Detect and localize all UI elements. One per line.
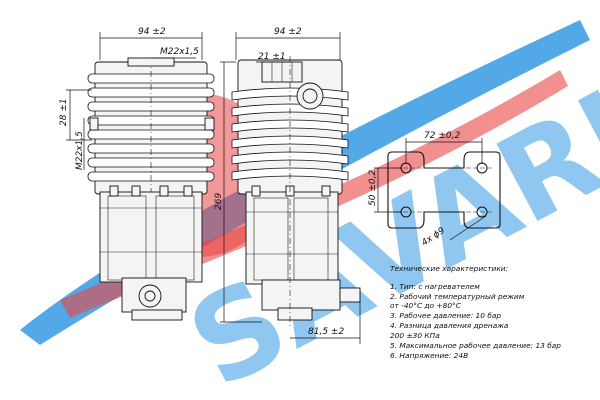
spec-line: 4. Разница давления дренажа: [390, 321, 509, 330]
dimension-lines: [66, 32, 487, 344]
front-view: [87, 57, 215, 321]
dim-width-left: 94 ±2: [138, 27, 166, 37]
spec-line: 6. Напряжение: 24В: [390, 351, 468, 360]
dim-mount-height: 50 ±0,2: [368, 170, 378, 206]
dim-depth-815: 81,5 ±2: [308, 327, 344, 337]
dim-mount-spacing: 72 ±0,2: [424, 131, 460, 141]
dim-thread-side: M22x1,5: [75, 131, 85, 170]
spec-line: от -40°С до +80°С: [390, 301, 462, 310]
dim-height-269: 269: [214, 193, 224, 210]
mounting-plate: [387, 151, 501, 229]
front-bolts: [109, 185, 193, 197]
spec-line: 2. Рабочий температурный режим: [390, 292, 525, 301]
side-view: [231, 56, 361, 326]
spec-line: 200 ±30 КПа: [390, 331, 440, 340]
dim-height-28: 28 ±1: [59, 98, 69, 126]
dim-width-right: 94 ±2: [274, 27, 302, 37]
spec-line: 1. Тип: с нагревателем: [390, 282, 480, 291]
dim-thread-top: M22x1,5: [160, 47, 199, 57]
dim-offset-21: 21 ±1: [258, 52, 286, 62]
spec-line: 3. Рабочее давление: 10 бар: [390, 311, 501, 320]
specs-block: Технические характеристики: 1. Тип: с на…: [390, 264, 561, 360]
side-fins: [231, 87, 349, 181]
specs-title: Технические характеристики:: [390, 264, 508, 273]
spec-line: 5. Максимальное рабочее давление: 13 бар: [390, 341, 561, 350]
